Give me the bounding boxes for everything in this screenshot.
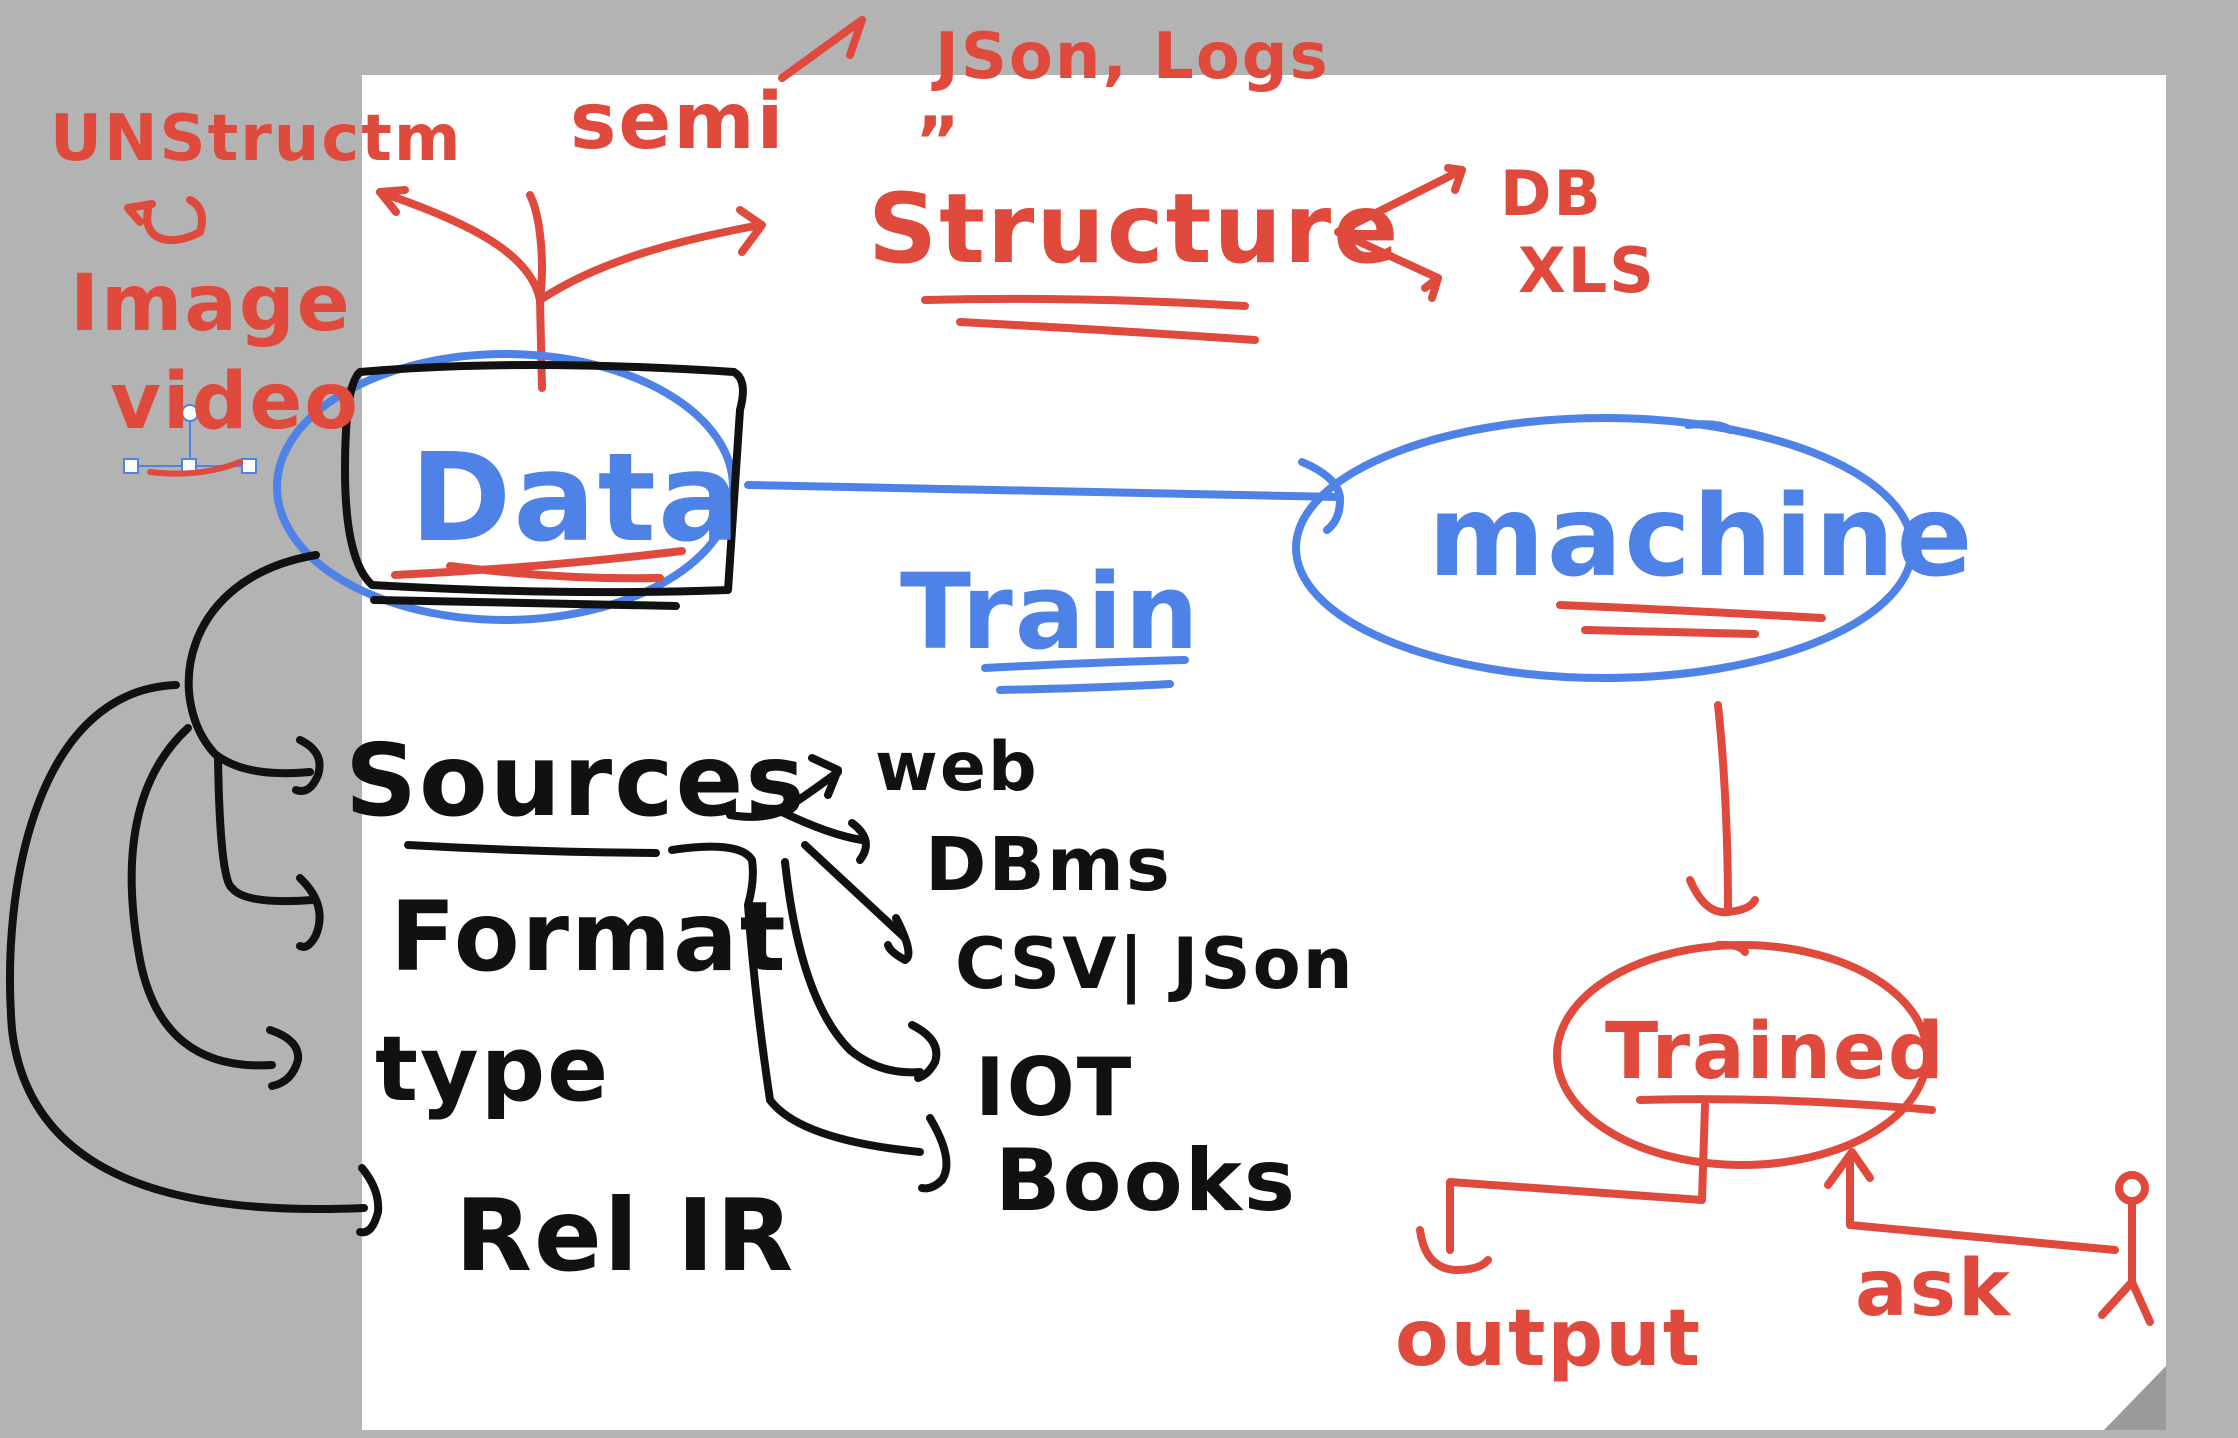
label-xls: XLS xyxy=(1518,234,1656,307)
label-image: Image xyxy=(70,259,352,349)
labels: UNStructm Image video semi JSon, Logs ” … xyxy=(50,20,2012,1384)
label-machine: machine xyxy=(1428,472,1975,602)
label-video: video xyxy=(110,357,360,447)
arrow-unstructured xyxy=(376,186,409,216)
label-ask: ask xyxy=(1855,1244,2012,1334)
arrow-semi-to-json xyxy=(778,16,866,82)
rotate-handle[interactable] xyxy=(181,404,199,422)
branch-semi xyxy=(526,191,546,304)
label-iot: IOT xyxy=(975,1041,1133,1134)
trained-underline xyxy=(1636,1095,1936,1114)
data-box xyxy=(341,361,747,597)
label-semi: semi xyxy=(570,77,785,167)
trained-node[interactable] xyxy=(1416,940,2154,1326)
data-underline xyxy=(391,547,686,583)
data-attributes-tree xyxy=(6,551,951,1237)
label-output: output xyxy=(1395,1294,1702,1384)
label-data: Data xyxy=(410,427,742,569)
label-structure: Structure xyxy=(868,173,1400,285)
label-db: DB xyxy=(1500,157,1603,230)
data-node[interactable] xyxy=(273,350,747,624)
output-branch xyxy=(1446,1101,1709,1254)
sources-to-dbms xyxy=(778,808,866,844)
label-rel-ir: Rel IR xyxy=(455,1177,795,1294)
sources-to-iot xyxy=(781,858,924,1077)
train-arrow xyxy=(744,458,1344,534)
branch-sources xyxy=(184,551,320,778)
label-type: type xyxy=(375,1017,610,1122)
whiteboard-page xyxy=(362,75,2166,1430)
sources-to-csv xyxy=(801,841,909,942)
selection-handles[interactable] xyxy=(123,404,257,477)
structure-underline xyxy=(921,294,1259,344)
label-json-logs: JSon, Logs xyxy=(931,20,1330,94)
brace-structure-to-db xyxy=(1334,166,1466,282)
page-curl-corner xyxy=(2104,1366,2166,1430)
branch-format xyxy=(214,754,316,906)
machine-node[interactable] xyxy=(1292,414,1916,682)
branch-type xyxy=(127,724,276,1070)
arrow-unstructured-to-image xyxy=(124,196,206,244)
machine-ellipse xyxy=(1292,414,1916,682)
label-sources: Sources xyxy=(345,722,807,839)
label-web: web xyxy=(875,728,1039,807)
label-train: Train xyxy=(900,551,1201,673)
label-csv-json: CSV| JSon xyxy=(955,923,1355,1005)
label-format: Format xyxy=(390,881,788,993)
sources-to-books xyxy=(668,842,924,1156)
label-ditto: ” xyxy=(915,103,962,182)
machine-underline xyxy=(1556,601,1826,638)
label-trained: Trained xyxy=(1605,1007,1946,1097)
resize-handle-right[interactable] xyxy=(241,458,257,474)
ask-branch xyxy=(1846,1156,2119,1254)
label-books: Books xyxy=(995,1131,1297,1231)
arrow-structured xyxy=(736,206,766,256)
sources-underline xyxy=(404,841,660,857)
branch-structured xyxy=(536,221,764,304)
resize-handle-left[interactable] xyxy=(123,458,139,474)
data-types-tree xyxy=(124,16,1466,392)
label-unstructured: UNStructm xyxy=(50,102,463,176)
branch-relir xyxy=(6,681,368,1214)
train-underline xyxy=(981,656,1189,694)
machine-to-trained-arrow xyxy=(1686,701,1759,917)
label-dbms: DBms xyxy=(925,822,1172,908)
data-box-shadow xyxy=(370,596,680,610)
